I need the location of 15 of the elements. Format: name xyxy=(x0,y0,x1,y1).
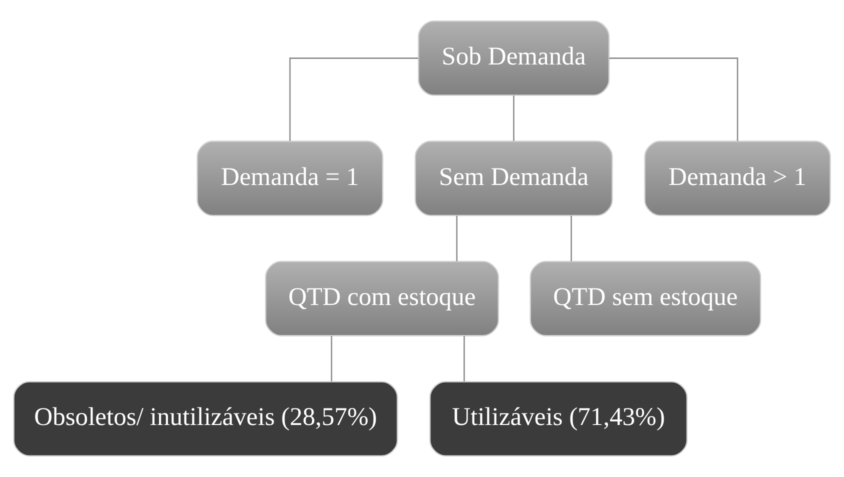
node-box: Utilizáveis (71,43%) xyxy=(429,381,688,457)
connector xyxy=(570,216,572,262)
node-box: Demanda = 1 xyxy=(196,140,384,216)
node-box: QTD sem estoque xyxy=(530,260,762,336)
node-box: QTD com estoque xyxy=(265,260,500,336)
connector xyxy=(456,216,458,262)
node-box: Demanda > 1 xyxy=(644,140,831,216)
connector xyxy=(464,336,465,382)
connector xyxy=(289,58,418,142)
connector xyxy=(330,336,332,382)
node-box: Sob Demanda xyxy=(418,20,610,96)
connector xyxy=(609,58,738,142)
connector xyxy=(513,96,514,142)
node-box: Obsoletos/ inutilizáveis (28,57%) xyxy=(13,381,398,457)
node-box: Sem Demanda xyxy=(414,140,613,216)
